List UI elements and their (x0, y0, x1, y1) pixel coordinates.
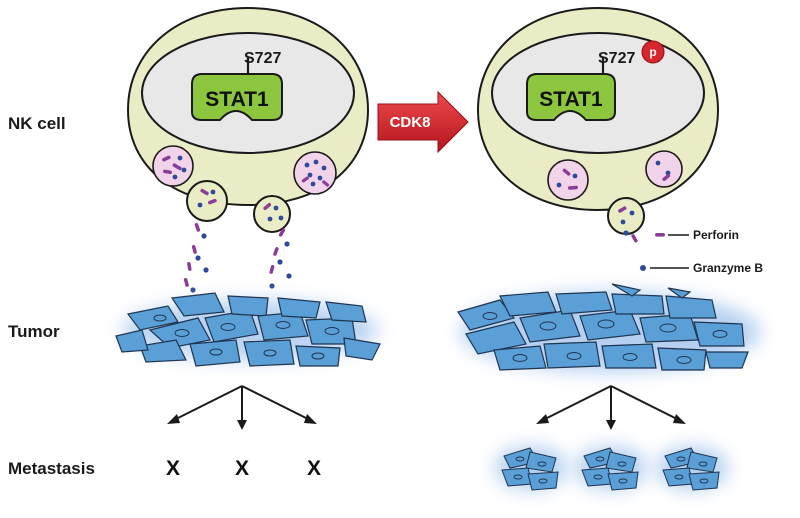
right-tumor (457, 283, 760, 372)
granzyme-swatch (640, 265, 646, 271)
left-stat1-label: STAT1 (205, 88, 269, 111)
right-released-granules (623, 230, 638, 243)
left-stat1-shape (191, 73, 283, 121)
granzyme-legend-label: Granzyme B (693, 261, 763, 275)
perforin-swatch (655, 233, 665, 237)
right-stat1-label: STAT1 (539, 88, 603, 111)
phospho-label: p (649, 45, 656, 59)
nk-cell-label: NK cell (8, 114, 66, 133)
left-s727-label: S727 (244, 50, 281, 67)
right-s727-label: S727 (598, 50, 635, 67)
left-tumor (115, 292, 381, 367)
metastasis-mark-2: X (235, 457, 249, 480)
right-granule-2 (645, 150, 683, 188)
left-granule-2 (293, 151, 337, 195)
metastasis-mark-1: X (166, 457, 180, 480)
right-nk-cell: STAT1 S727 p (476, 6, 720, 243)
phospho-badge: p (641, 40, 665, 64)
left-metastasis-arrows (167, 385, 317, 430)
metastasis-mark-3: X (307, 457, 321, 480)
cdk8-label: CDK8 (390, 114, 431, 131)
left-nk-cell: STAT1 S727 (126, 6, 370, 293)
cdk8-arrow: CDK8 (377, 90, 469, 154)
metastasis-cluster-3 (656, 446, 728, 491)
right-pocket-contents (618, 206, 635, 225)
right-stat1-shape (526, 73, 616, 121)
tumor-label: Tumor (8, 322, 60, 341)
legend: Perforin Granzyme B (640, 228, 763, 275)
left-released-granules (183, 223, 292, 293)
left-granule-1 (152, 145, 194, 187)
metastasis-label: Metastasis (8, 459, 95, 478)
left-pocket-contents (197, 188, 284, 222)
right-granule-1 (547, 159, 589, 201)
metastasis-cluster-1 (495, 446, 567, 491)
perforin-legend-label: Perforin (693, 228, 739, 242)
right-metastasis-arrows (536, 385, 686, 430)
metastasis-cluster-2 (575, 446, 647, 491)
